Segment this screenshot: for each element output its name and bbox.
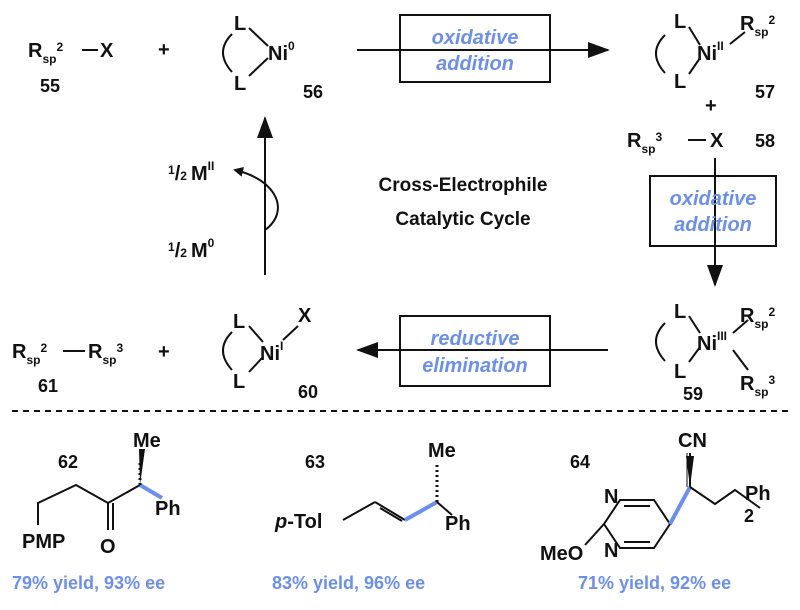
label-57: 57 [755, 82, 775, 102]
label-55: 55 [40, 76, 60, 96]
svg-text:Rsp3: Rsp3 [740, 373, 775, 399]
compound-56: L L Ni0 56 [222, 13, 323, 102]
svg-text:CN: CN [678, 430, 707, 452]
yield-63: 83% yield, 96% ee [272, 573, 425, 593]
svg-text:NiII: NiII [697, 39, 724, 65]
svg-text:X: X [298, 305, 312, 327]
step2-line2: addition [674, 214, 752, 236]
svg-text:Rsp3: Rsp3 [88, 341, 123, 367]
svg-text:Ph: Ph [155, 498, 181, 520]
product-64: 64 CN N N MeO Ph 2 71% yield, 92% ee [540, 430, 771, 593]
step1-line1: oxidative [432, 27, 519, 49]
product-62: 62 Me Ph PMP O 79% yield, 93% ee [12, 430, 181, 593]
svg-text:N: N [604, 540, 618, 562]
label-56: 56 [303, 82, 323, 102]
compound-59: L L NiIII Rsp2 Rsp3 59 [655, 301, 775, 404]
svg-text:MeO: MeO [540, 543, 583, 565]
step1-line2: addition [436, 53, 514, 75]
label-60: 60 [298, 382, 318, 402]
compound-61: Rsp2 Rsp3 61 [12, 341, 123, 396]
label-63: 63 [305, 452, 325, 472]
compound-60: L L NiI X 60 [222, 305, 318, 402]
svg-text:Rsp2: Rsp2 [28, 40, 63, 66]
curved-arrow-reductant [233, 166, 279, 231]
svg-text:Me: Me [428, 440, 456, 462]
svg-text:L: L [234, 73, 246, 95]
svg-text:Ph: Ph [445, 513, 471, 535]
svg-text:L: L [233, 371, 245, 393]
compound-57: L L NiII Rsp2 57 [655, 11, 775, 102]
yield-62: 79% yield, 93% ee [12, 573, 165, 593]
compound-55: Rsp2 X 55 [28, 40, 114, 96]
box-oxidative-addition-1 [399, 14, 551, 83]
label-58: 58 [755, 131, 775, 151]
svg-text:L: L [234, 13, 246, 35]
svg-text:L: L [674, 11, 686, 33]
svg-text:O: O [100, 536, 116, 558]
svg-text:2: 2 [744, 506, 754, 526]
svg-text:L: L [674, 301, 686, 323]
svg-text:N: N [604, 486, 618, 508]
cycle-title-line1: Cross-Electrophile [379, 175, 548, 196]
svg-text:NiIII: NiIII [697, 329, 727, 355]
svg-text:L: L [674, 71, 686, 93]
svg-text:Ph: Ph [745, 483, 771, 505]
svg-text:PMP: PMP [22, 531, 65, 553]
compound-58: Rsp3 X 58 [627, 130, 775, 156]
svg-text:Rsp2: Rsp2 [740, 13, 775, 39]
cycle-title-line2: Catalytic Cycle [395, 209, 530, 230]
plus-sign-3: + [158, 341, 170, 363]
svg-text:NiI: NiI [260, 339, 283, 365]
yield-64: 71% yield, 92% ee [578, 573, 731, 593]
step3-line1: reductive [431, 328, 520, 350]
label-61: 61 [38, 376, 58, 396]
svg-text:Rsp2: Rsp2 [12, 341, 47, 367]
svg-text:Rsp3: Rsp3 [627, 130, 662, 156]
label-62: 62 [58, 452, 78, 472]
step3-line2: elimination [422, 355, 528, 377]
product-63: 63 p-Tol Me Ph 83% yield, 96% ee [272, 440, 471, 593]
box-oxidative-addition-2 [649, 175, 777, 247]
label-59: 59 [683, 384, 703, 404]
svg-text:Ni0: Ni0 [268, 39, 295, 65]
step2-line1: oxidative [670, 188, 757, 210]
svg-text:Me: Me [133, 430, 161, 452]
svg-text:X: X [710, 130, 724, 152]
svg-text:L: L [674, 361, 686, 383]
box-reductive-elimination [399, 315, 551, 387]
label-64: 64 [570, 452, 590, 472]
svg-text:L: L [233, 311, 245, 333]
svg-text:X: X [100, 40, 114, 62]
plus-sign: + [158, 39, 170, 61]
svg-text:p-Tol: p-Tol [274, 511, 322, 533]
svg-text:Rsp2: Rsp2 [740, 305, 775, 331]
plus-sign-2: + [705, 95, 717, 117]
